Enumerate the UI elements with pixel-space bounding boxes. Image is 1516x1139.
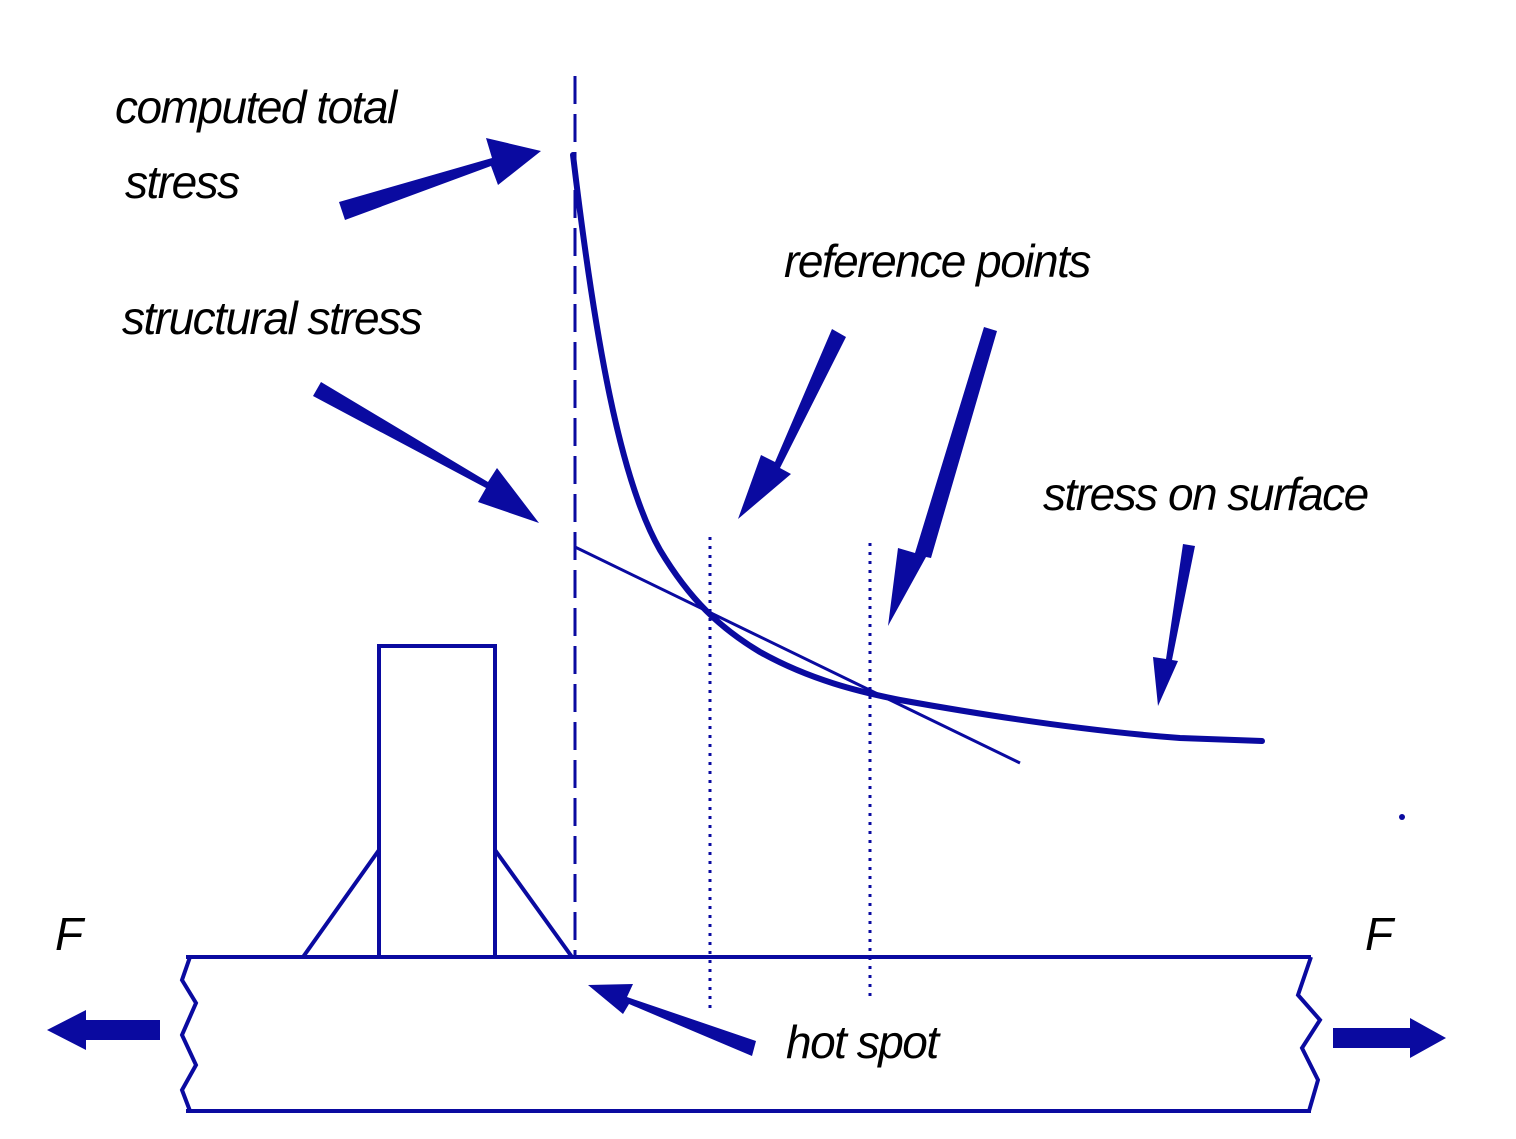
label-stress-on-surface: stress on surface — [1043, 468, 1368, 520]
callout-arrows — [47, 138, 1446, 1058]
label-force-left: F — [55, 908, 86, 960]
arrow-computed-total-stress — [339, 138, 541, 220]
welded-attachment — [301, 644, 574, 959]
total-stress-curve — [570, 152, 1265, 744]
label-structural-stress: structural stress — [122, 292, 423, 344]
arrow-reference-point-1 — [738, 329, 846, 519]
attachment-plate — [377, 644, 497, 957]
arrow-hot-spot — [588, 984, 756, 1056]
arrow-stress-on-surface — [1153, 544, 1195, 706]
label-computed-total-stress-line2: stress — [125, 156, 240, 208]
label-hot-spot: hot spot — [786, 1016, 941, 1068]
arrow-structural-stress — [313, 382, 539, 523]
plate-left-break — [179, 956, 199, 1112]
label-computed-total-stress-line1: computed total — [115, 81, 399, 133]
arrow-force-left — [47, 1010, 160, 1050]
plate-right-break — [1295, 956, 1323, 1112]
stray-dot — [1399, 814, 1405, 820]
right-weld — [493, 848, 574, 959]
left-weld — [301, 848, 381, 959]
base-plate — [179, 955, 1323, 1113]
label-reference-points: reference points — [784, 235, 1091, 287]
arrow-reference-point-2 — [888, 327, 997, 626]
arrow-force-right — [1333, 1018, 1446, 1058]
label-force-right: F — [1365, 908, 1396, 960]
structural-stress-line — [574, 545, 1021, 765]
